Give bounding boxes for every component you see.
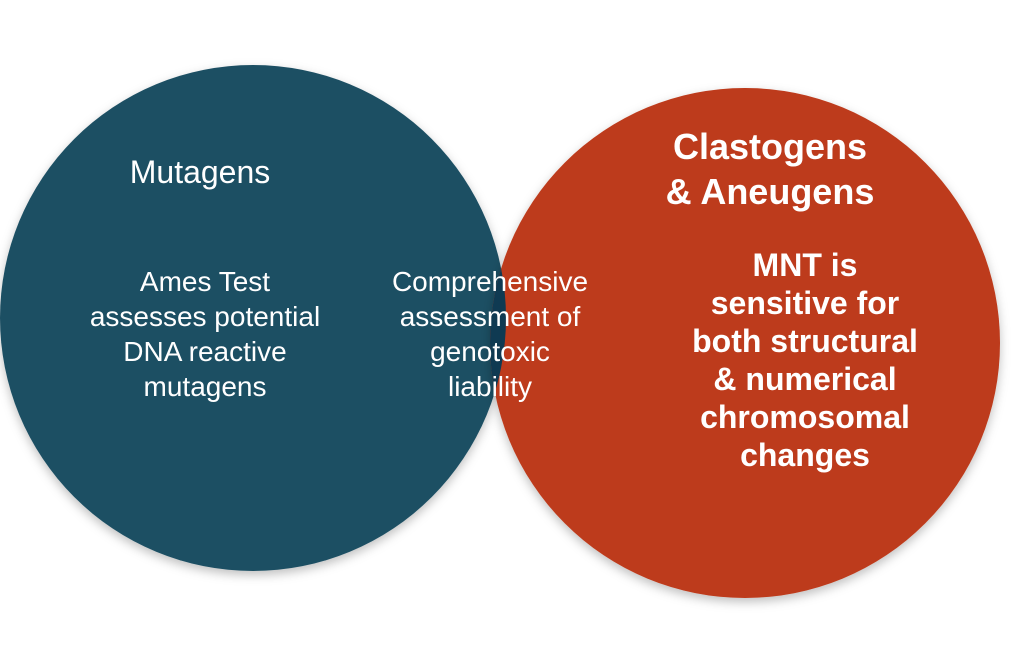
left-circle: [0, 65, 506, 571]
right-circle: [490, 88, 1000, 598]
mutagens-title: Mutagens: [129, 154, 271, 190]
clastogens-aneugens-title: Clastogens & Aneugens: [665, 126, 875, 212]
ames-test-description: Ames Test assesses potential DNA reactiv…: [89, 266, 321, 402]
mnt-description: MNT is sensitive for both structural & n…: [692, 247, 918, 473]
overlap-description: Comprehensive assessment of genotoxic li…: [391, 266, 589, 402]
